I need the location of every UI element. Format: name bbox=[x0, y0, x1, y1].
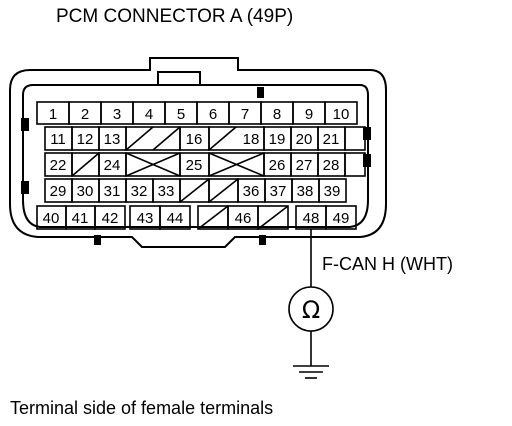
terminal-number: 38 bbox=[297, 183, 314, 200]
terminal-number: 25 bbox=[186, 157, 203, 174]
terminal-number: 26 bbox=[269, 157, 286, 174]
terminal-number: 5 bbox=[177, 106, 185, 123]
terminal-number: 21 bbox=[323, 131, 340, 148]
terminal-number: 24 bbox=[104, 157, 121, 174]
terminal-number: 11 bbox=[50, 131, 66, 148]
terminal-number: 19 bbox=[269, 131, 286, 148]
terminal-number: 32 bbox=[131, 183, 148, 200]
connector-inner-housing bbox=[22, 84, 369, 228]
terminal-number: 33 bbox=[158, 183, 175, 200]
terminal-number: 49 bbox=[333, 210, 350, 227]
terminal-number: 12 bbox=[77, 131, 94, 148]
terminal-number: 42 bbox=[102, 210, 119, 227]
terminal-number: 16 bbox=[186, 131, 203, 148]
terminal-number: 44 bbox=[167, 210, 184, 227]
terminal-number: 22 bbox=[50, 157, 67, 174]
connector-latch bbox=[157, 71, 201, 86]
terminal-number: 2 bbox=[81, 106, 89, 123]
key-notch bbox=[21, 118, 29, 131]
terminal-number: 9 bbox=[305, 106, 313, 123]
terminal-number: 1 bbox=[49, 106, 57, 123]
terminal-number: 18 bbox=[243, 131, 260, 148]
terminal-number: 39 bbox=[324, 183, 341, 200]
terminal-number: 27 bbox=[296, 157, 313, 174]
terminal-number: 6 bbox=[209, 106, 217, 123]
key-notch bbox=[259, 235, 266, 245]
terminal-number: 29 bbox=[50, 183, 67, 200]
terminal-number: 8 bbox=[273, 106, 281, 123]
terminal-number: 48 bbox=[303, 210, 320, 227]
terminal-number: 28 bbox=[323, 157, 340, 174]
terminal-number: 13 bbox=[104, 131, 121, 148]
connector-title: PCM CONNECTOR A (49P) bbox=[56, 6, 294, 27]
key-notch bbox=[363, 127, 371, 140]
key-notch bbox=[94, 235, 101, 245]
terminal-number: 43 bbox=[137, 210, 154, 227]
empty-cavity-marks bbox=[71, 126, 289, 230]
terminal-number: 36 bbox=[243, 183, 260, 200]
terminal-number: 7 bbox=[241, 106, 249, 123]
ground-icon bbox=[293, 365, 329, 379]
terminal-number: 4 bbox=[145, 106, 153, 123]
wire-label: F-CAN H (WHT) bbox=[322, 254, 453, 274]
terminal-numbers: 1 2 3 4 5 6 7 8 9 10 11 12 13 16 18 19 2… bbox=[43, 106, 350, 227]
connector-housing bbox=[9, 57, 387, 248]
ohm-icon: Ω bbox=[302, 296, 320, 324]
key-notch bbox=[21, 181, 29, 194]
terminal-number: 30 bbox=[77, 183, 94, 200]
key-notch bbox=[363, 154, 371, 167]
terminal-number: 3 bbox=[113, 106, 121, 123]
terminal-number: 40 bbox=[43, 210, 60, 227]
terminal-number: 41 bbox=[72, 210, 89, 227]
terminal-number: 37 bbox=[270, 183, 287, 200]
caption: Terminal side of female terminals bbox=[10, 398, 274, 418]
terminal-number: 31 bbox=[104, 183, 121, 200]
terminal-number: 46 bbox=[235, 210, 252, 227]
key-notch bbox=[257, 87, 264, 98]
terminal-number: 10 bbox=[333, 106, 350, 123]
terminal-number: 20 bbox=[296, 131, 313, 148]
